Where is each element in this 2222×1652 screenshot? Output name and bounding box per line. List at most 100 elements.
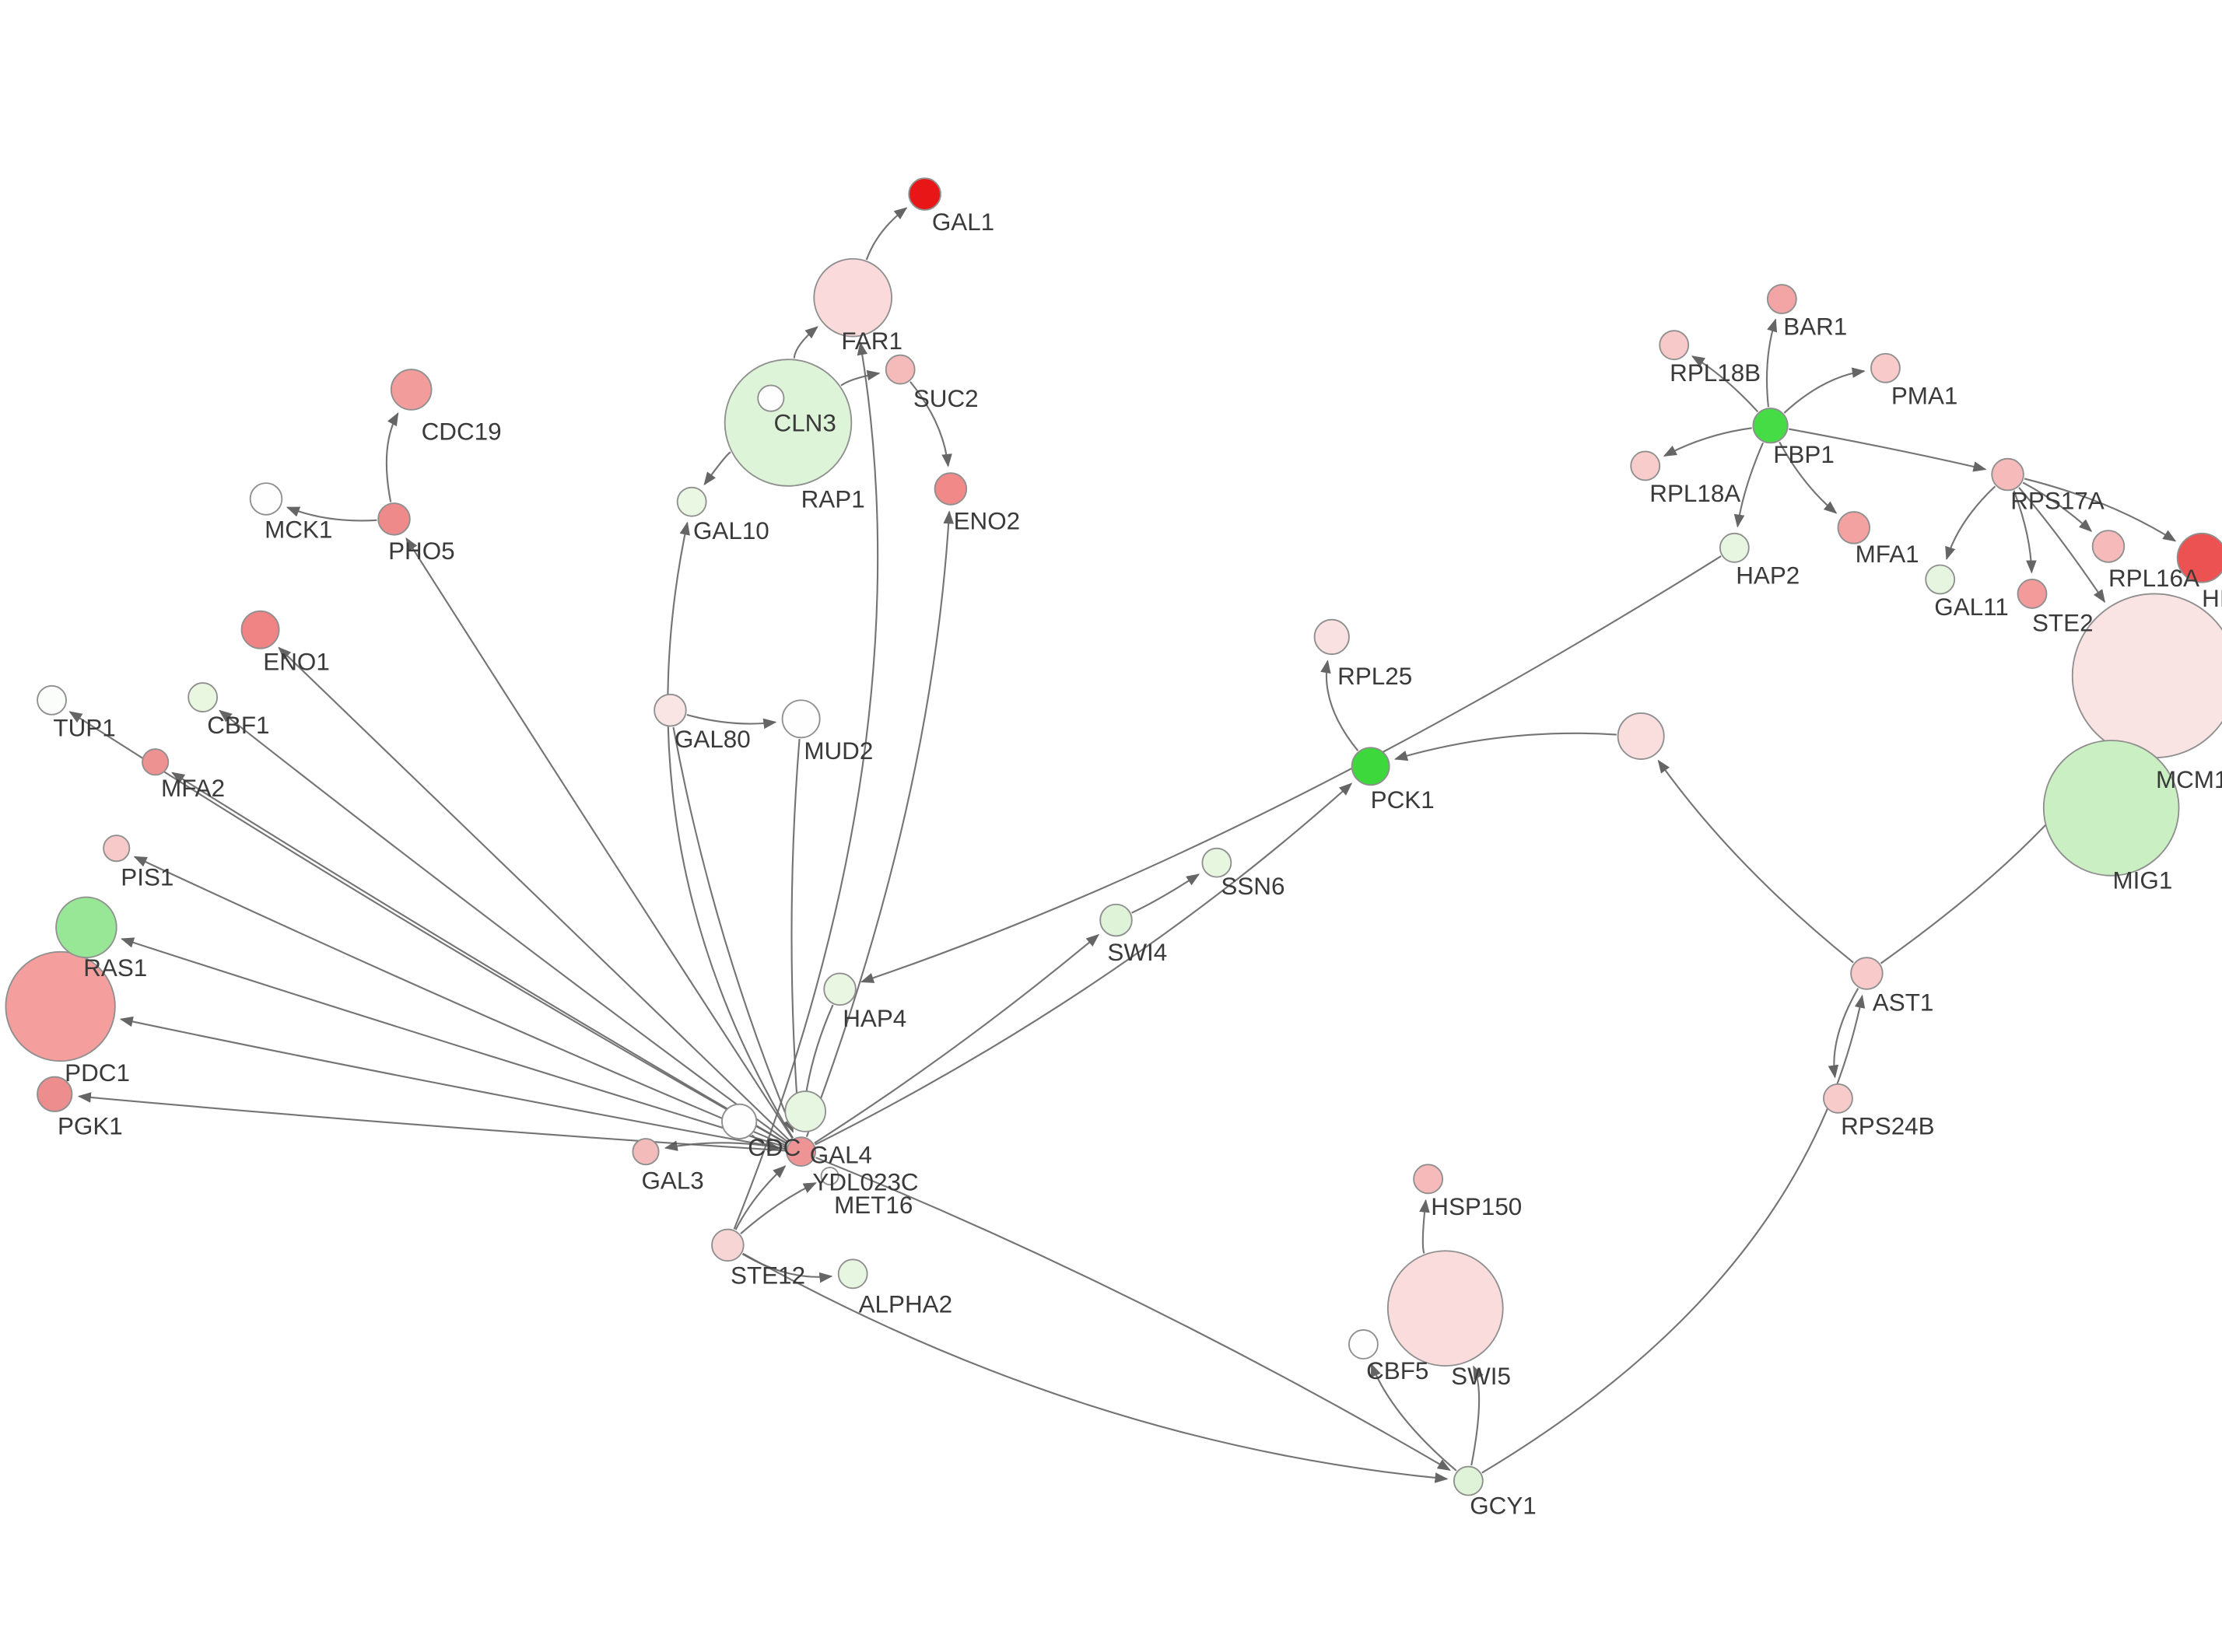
- node-label-cdc19: CDC19: [422, 418, 502, 446]
- edge-GAL4-CBF1: [219, 709, 789, 1143]
- edge-RPS17A-RPL16A: [2022, 481, 2093, 532]
- node-ras1[interactable]: [55, 896, 117, 959]
- node-hap4[interactable]: [823, 972, 857, 1006]
- edge-RAP1-FAR1: [793, 326, 818, 359]
- node-cbf1[interactable]: [188, 682, 219, 712]
- node-label-pis1: PIS1: [121, 864, 173, 891]
- edge-GCY1-SWI5: [1470, 1365, 1484, 1466]
- node-met16[interactable]: [820, 1167, 839, 1186]
- node-label-rpl16a: RPL16A: [2108, 565, 2199, 592]
- node-label-ast1: AST1: [1873, 989, 1934, 1017]
- node-gal10[interactable]: [676, 486, 707, 517]
- node-gal11[interactable]: [1925, 564, 1956, 595]
- edge-AST1-UNNAMED1: [1657, 759, 1854, 964]
- node-ast1[interactable]: [1850, 957, 1884, 990]
- node-rap1[interactable]: [724, 359, 853, 487]
- node-far1[interactable]: [813, 257, 893, 338]
- node-label-mig1: MIG1: [2113, 866, 2173, 894]
- node-ssn6[interactable]: [1201, 847, 1232, 878]
- edge-FBP1-RPS17A: [1789, 428, 1987, 472]
- edge-GAL4-ENO2: [805, 510, 955, 1138]
- node-label-pck1: PCK1: [1371, 786, 1435, 814]
- node-cdc[interactable]: [721, 1103, 758, 1139]
- node-label-swi5: SWI5: [1451, 1363, 1511, 1390]
- node-label-gal1: GAL1: [932, 208, 994, 236]
- node-rpl18b[interactable]: [1659, 330, 1690, 361]
- node-rps17a[interactable]: [1991, 457, 2024, 492]
- edge-MUD2-GAL4: [790, 738, 804, 1132]
- node-gal4[interactable]: [786, 1136, 817, 1167]
- node-label-ste12: STE12: [731, 1262, 805, 1290]
- node-label-mfa1: MFA1: [1856, 541, 1919, 568]
- node-his4[interactable]: [2176, 532, 2222, 583]
- node-rpl18a[interactable]: [1630, 450, 1661, 481]
- node-label-far1: FAR1: [841, 327, 902, 355]
- node-pgk1[interactable]: [37, 1076, 73, 1112]
- node-swi4[interactable]: [1099, 903, 1133, 937]
- node-gcy1[interactable]: [1453, 1465, 1484, 1496]
- node-label-rap1: RAP1: [801, 486, 865, 513]
- node-mfa1[interactable]: [1837, 511, 1871, 544]
- edge-FAR1-GAL1: [865, 207, 908, 261]
- node-pho5[interactable]: [377, 502, 411, 536]
- node-cln3[interactable]: [757, 384, 785, 412]
- node-cdc19[interactable]: [390, 369, 433, 411]
- edge-GAL80-MUD2: [686, 714, 777, 730]
- node-label-rps17a: RPS17A: [2010, 487, 2105, 514]
- node-bar1[interactable]: [1766, 284, 1797, 314]
- node-gal1[interactable]: [908, 177, 941, 211]
- node-mig1[interactable]: [2042, 740, 2180, 877]
- node-pis1[interactable]: [103, 835, 131, 863]
- edge-RPS17A-GAL11: [1945, 485, 1996, 561]
- node-label-mud2: MUD2: [804, 737, 873, 765]
- node-mcm1[interactable]: [2071, 593, 2222, 759]
- node-label-rpl18a: RPL18A: [1649, 480, 1740, 507]
- node-eno2[interactable]: [934, 472, 968, 506]
- node-pdc1[interactable]: [5, 950, 116, 1062]
- node-label-swi4: SWI4: [1107, 939, 1167, 966]
- node-label-hsp150: HSP150: [1431, 1193, 1522, 1220]
- node-label-pma1: PMA1: [1891, 382, 1958, 409]
- node-pma1[interactable]: [1870, 352, 1901, 383]
- node-tup1[interactable]: [37, 684, 67, 716]
- node-label-gal11: GAL11: [1934, 593, 2008, 621]
- node-label-cbf1: CBF1: [207, 712, 269, 739]
- node-ydl023c[interactable]: [784, 1090, 826, 1132]
- node-mck1[interactable]: [249, 482, 283, 516]
- node-hsp150[interactable]: [1413, 1164, 1444, 1195]
- node-suc2[interactable]: [885, 354, 916, 385]
- node-ste12[interactable]: [711, 1228, 745, 1262]
- edge-RAP1-SUC2: [840, 369, 881, 387]
- node-label-eno1: ENO1: [263, 648, 330, 675]
- node-mfa2[interactable]: [142, 748, 170, 776]
- node-label-mcm1: MCM1: [2156, 766, 2222, 793]
- node-label-pdc1: PDC1: [65, 1059, 130, 1087]
- node-label-mfa2: MFA2: [161, 775, 225, 802]
- node-label-hap4: HAP4: [843, 1005, 906, 1032]
- node-unnamed1[interactable]: [1617, 712, 1665, 760]
- edge-RPS17A-STE2: [2013, 490, 2037, 574]
- node-ste2[interactable]: [2017, 579, 2048, 609]
- node-rpl25[interactable]: [1313, 618, 1350, 656]
- edge-GAL4-ENO1: [278, 646, 790, 1142]
- edge-STE12-GCY1: [742, 1252, 1449, 1483]
- edge-PCK1-RPL25: [1320, 660, 1359, 751]
- node-cbf5[interactable]: [1348, 1328, 1379, 1360]
- node-rps24b[interactable]: [1823, 1083, 1853, 1114]
- nodes-layer: [5, 177, 2222, 1496]
- node-swi5[interactable]: [1386, 1250, 1504, 1367]
- node-alpha2[interactable]: [837, 1258, 868, 1290]
- node-pck1[interactable]: [1351, 747, 1390, 786]
- node-gal3[interactable]: [632, 1138, 660, 1166]
- node-gal80[interactable]: [654, 693, 687, 727]
- node-mud2[interactable]: [781, 699, 821, 739]
- node-hap2[interactable]: [1719, 532, 1750, 563]
- edge-HAP2-HAP4: [860, 555, 1722, 983]
- node-fbp1[interactable]: [1752, 408, 1789, 444]
- edge-GAL4-GCY1: [815, 1157, 1451, 1471]
- node-eno1[interactable]: [240, 610, 280, 649]
- edge-GAL4-MFA2: [171, 772, 788, 1145]
- edge-STE12-MET16: [740, 1182, 817, 1234]
- node-rpl16a[interactable]: [2091, 530, 2126, 563]
